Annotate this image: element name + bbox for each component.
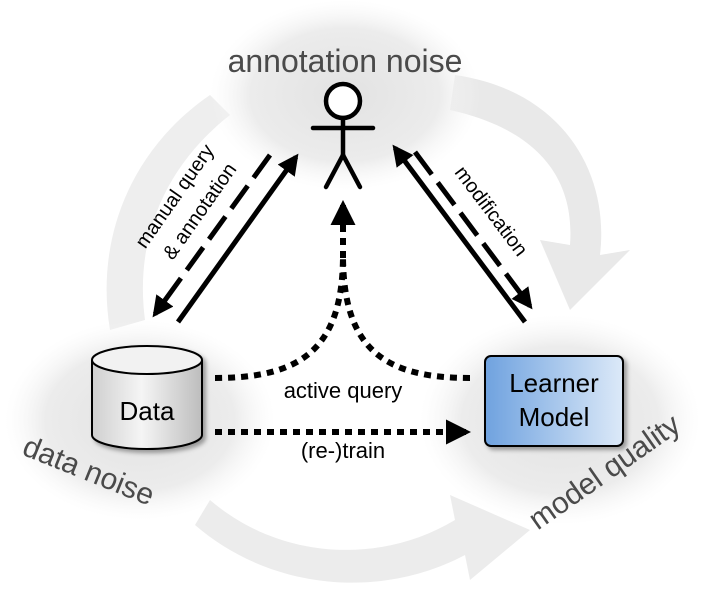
annotation-noise-label: annotation noise xyxy=(228,43,463,79)
cycle-arrows xyxy=(106,75,630,583)
retrain-label: (re-)train xyxy=(301,438,385,463)
arrow-model-to-annotator xyxy=(392,144,528,324)
learner-model-label-line2: Model xyxy=(519,402,590,432)
cycle-arrow-bottom xyxy=(195,495,530,583)
active-query-label: active query xyxy=(284,378,403,403)
active-query-curve-left xyxy=(214,254,346,381)
arrow-annotator-to-model xyxy=(412,150,533,310)
active-query-curve-right xyxy=(340,254,471,381)
learner-model-label-line1: Learner xyxy=(509,368,599,398)
annotator-icon xyxy=(310,81,376,190)
cycle-arrow-left xyxy=(106,95,230,330)
arrow-annotator-to-data xyxy=(152,153,273,318)
data-node-label: Data xyxy=(120,396,175,426)
cycle-arrow-top-right xyxy=(450,75,630,310)
learner-model-node xyxy=(484,355,624,447)
data-node xyxy=(91,345,203,450)
modification-label: modification xyxy=(450,162,532,260)
arrow-data-to-annotator xyxy=(175,153,299,324)
